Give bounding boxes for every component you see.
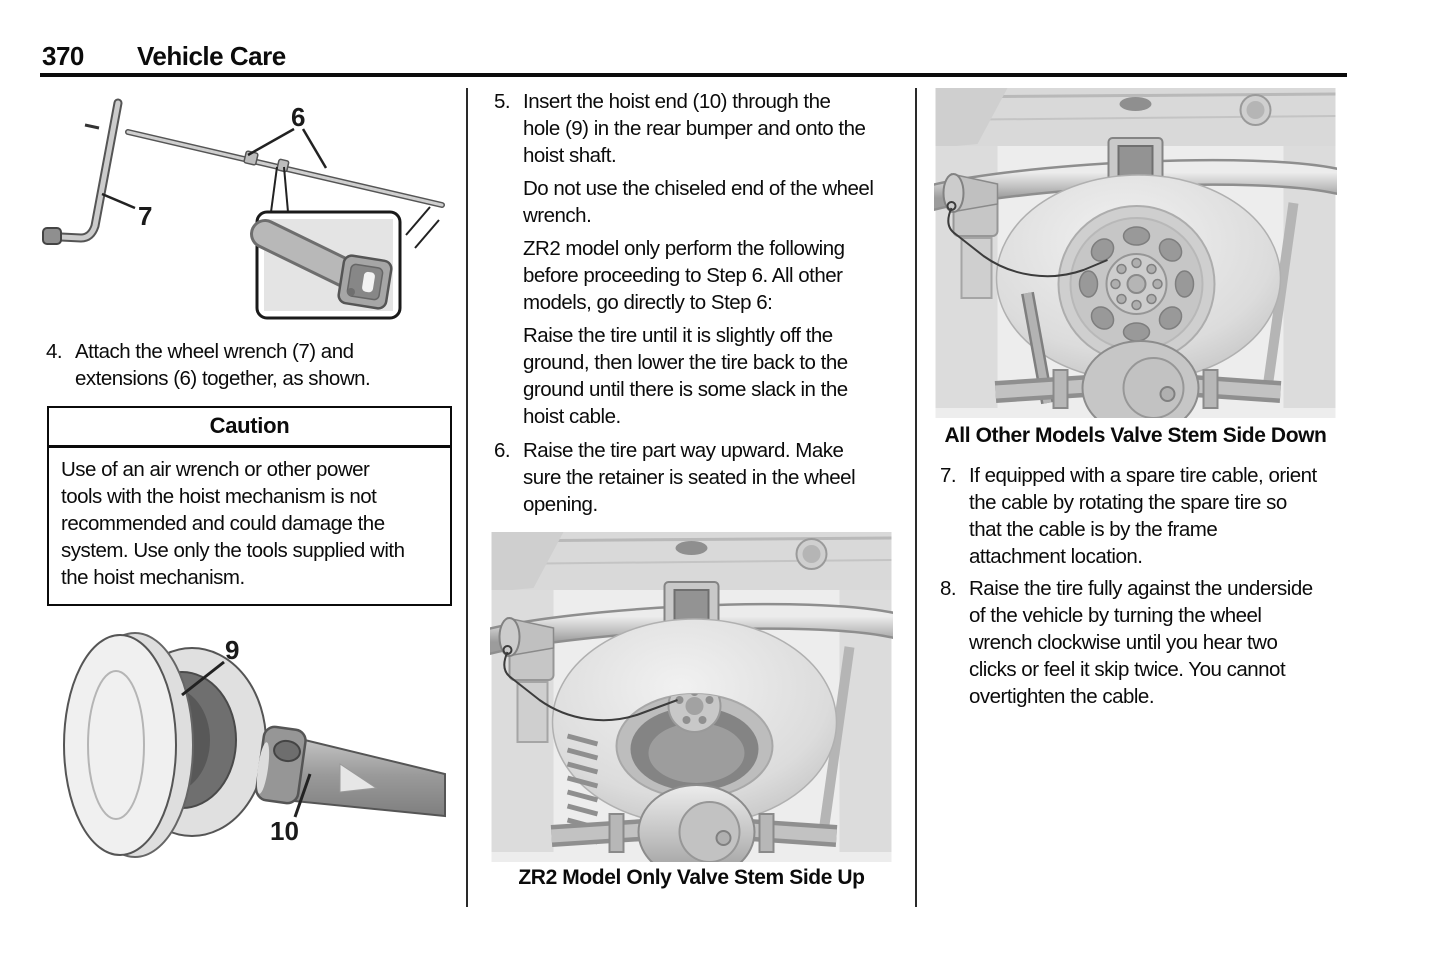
page-number: 370 (42, 41, 84, 71)
step-5-text: Insert the hoist end (10) through the ho… (523, 90, 866, 167)
step-8-text: Raise the tire fully against the undersi… (969, 577, 1313, 708)
step-7-text: If equipped with a spare tire cable, ori… (969, 464, 1317, 568)
step-5-note1: Do not use the chiseled end of the wheel… (523, 177, 874, 227)
caution-body: Use of an air wrench or other power tool… (61, 458, 405, 589)
figure-caption-other-models: All Other Models Valve Stem Side Down (944, 424, 1327, 447)
figure-label-6: 6 (291, 102, 305, 132)
step-4-text: Attach the wheel wrench (7) and extensio… (75, 340, 371, 390)
header-rule (40, 73, 1347, 77)
figure-label-9: 9 (225, 635, 239, 665)
figure-label-7: 7 (138, 201, 152, 231)
caution-title: Caution (49, 408, 450, 448)
step-5-note2: ZR2 model only perform the following bef… (523, 237, 845, 314)
hoist-parts-figure: 9 10 (63, 632, 446, 858)
step-5-number: 5. (494, 90, 511, 113)
step-6-number: 6. (494, 439, 511, 462)
step-8: 8. Raise the tire fully against the unde… (940, 575, 1360, 710)
step-7: 7. If equipped with a spare tire cable, … (940, 462, 1360, 570)
column-separator-right (915, 88, 917, 907)
underbody-figure-other-models (934, 88, 1337, 418)
step-4: 4. Attach the wheel wrench (7) and exten… (46, 338, 456, 392)
step-5-note3: Raise the tire until it is slightly off … (523, 324, 848, 428)
column-separator-left (466, 88, 468, 907)
step-7-number: 7. (940, 464, 957, 487)
step-4-number: 4. (46, 340, 63, 363)
step-5: 5. Insert the hoist end (10) through the… (494, 88, 909, 169)
wrench-extensions-figure: 6 7 (42, 98, 445, 320)
figure-caption-zr2: ZR2 Model Only Valve Stem Side Up (518, 866, 865, 889)
step-8-number: 8. (940, 577, 957, 600)
underbody-figure-zr2 (490, 532, 893, 862)
caution-box: Caution Use of an air wrench or other po… (47, 406, 452, 606)
step-6: 6. Raise the tire part way upward. Make … (494, 437, 909, 518)
page-title: Vehicle Care (137, 41, 286, 71)
step-6-text: Raise the tire part way upward. Make sur… (523, 439, 856, 516)
figure-label-10: 10 (270, 816, 299, 846)
